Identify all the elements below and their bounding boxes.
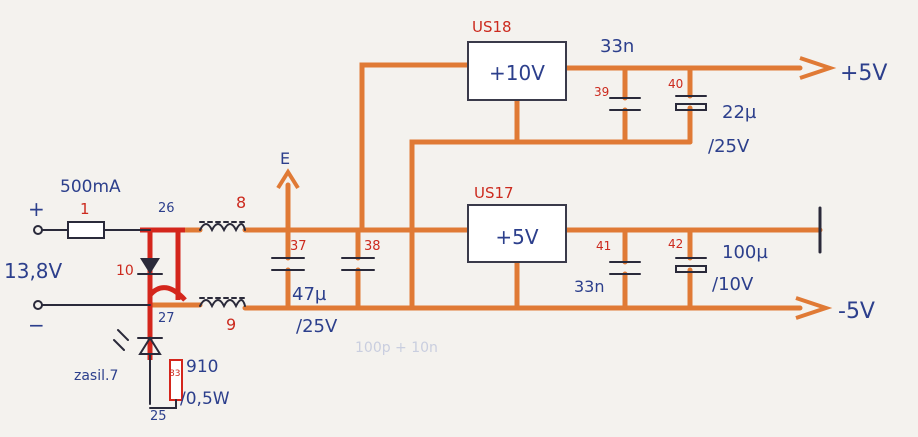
diode-10	[140, 258, 160, 274]
resistor-value-1: 910	[186, 357, 218, 377]
fuse	[67, 221, 105, 239]
outputs: +5V -5V	[795, 56, 887, 324]
node-26: 26	[158, 201, 175, 216]
e-arrow-icon	[276, 168, 300, 190]
wire-res-bottom	[149, 399, 177, 409]
resistor-number: 83	[169, 369, 180, 379]
us17-id: US17	[474, 184, 514, 202]
cap-40-value-2: /25V	[708, 136, 750, 157]
cap-39-number: 39	[594, 85, 609, 99]
inductor-9-label: 9	[226, 315, 236, 334]
inductors: 8 9	[199, 193, 246, 334]
plus-sign: +	[28, 197, 45, 221]
cap-42-plate-bottom	[675, 265, 707, 273]
wire-us18-in	[359, 62, 473, 233]
us18-label: +10V	[489, 61, 545, 85]
cap-40-plate-bottom	[675, 103, 707, 111]
cap-41-number: 41	[596, 239, 611, 253]
fuse-current: 500mA	[60, 177, 121, 197]
resistor-value-2: /0,5W	[180, 389, 230, 409]
cap-42-number: 42	[668, 237, 683, 251]
cap-37-plates	[271, 257, 305, 271]
cap-37-value-1: 47µ	[292, 284, 327, 305]
us18-id: US18	[472, 18, 512, 36]
neg-out-label: -5V	[838, 299, 875, 324]
us17-box	[467, 204, 567, 263]
cap-38-value: 100p + 10n	[355, 340, 438, 356]
regulator-us17: +5V US17	[467, 184, 567, 263]
minus-sign: −	[28, 313, 45, 337]
cap-38-plates	[341, 257, 375, 271]
cap-41-plates	[609, 261, 641, 275]
pos-out-arrow-icon	[799, 56, 837, 80]
inductor-9-coil	[199, 299, 246, 309]
cap-38-number: 38	[364, 239, 381, 254]
wire-us18-gnd	[409, 97, 520, 311]
cap-42-value-2: /10V	[712, 274, 754, 295]
cap-37-number: 37	[290, 239, 307, 254]
pos-out-label: +5V	[840, 61, 887, 86]
cap-39-plates	[609, 97, 641, 111]
regulator-us18: +10V US18	[467, 18, 567, 101]
cap-41-value: 33n	[574, 277, 605, 296]
us17-label: +5V	[495, 225, 538, 249]
plus-terminal	[33, 225, 43, 235]
cap-37-value-2: /25V	[296, 316, 338, 337]
led-rays	[113, 329, 129, 351]
node-25: 25	[150, 409, 167, 424]
input-voltage: 13,8V	[4, 259, 63, 283]
input-section: + − 13,8V 500mA 1 10 26 27 25 zasil.7 83…	[4, 177, 230, 424]
wires	[147, 62, 823, 311]
cap-40-value-1: 22µ	[722, 102, 757, 123]
cap-42-value-1: 100µ	[722, 242, 768, 263]
inductor-8-coil	[199, 223, 246, 233]
minus-terminal	[33, 300, 43, 310]
led-label: zasil.7	[74, 368, 118, 384]
caps-us18: 39 33n 40 22µ /25V	[594, 36, 757, 157]
fuse-number: 1	[80, 200, 90, 218]
inductor-8-label: 8	[236, 193, 246, 212]
cap-39-value: 33n	[600, 36, 634, 57]
cap-40-number: 40	[668, 77, 683, 91]
input-highlight	[140, 227, 187, 360]
caps-input: 37 47µ /25V 38 100p + 10n	[271, 239, 438, 356]
red-curve	[148, 285, 187, 302]
caps-us17: 41 33n 42 100µ /10V	[574, 237, 768, 296]
diode-number: 10	[116, 263, 134, 279]
node-27: 27	[158, 311, 175, 326]
us18-box	[467, 41, 567, 101]
neg-out-arrow-icon	[795, 296, 833, 320]
e-label: E	[280, 149, 290, 168]
